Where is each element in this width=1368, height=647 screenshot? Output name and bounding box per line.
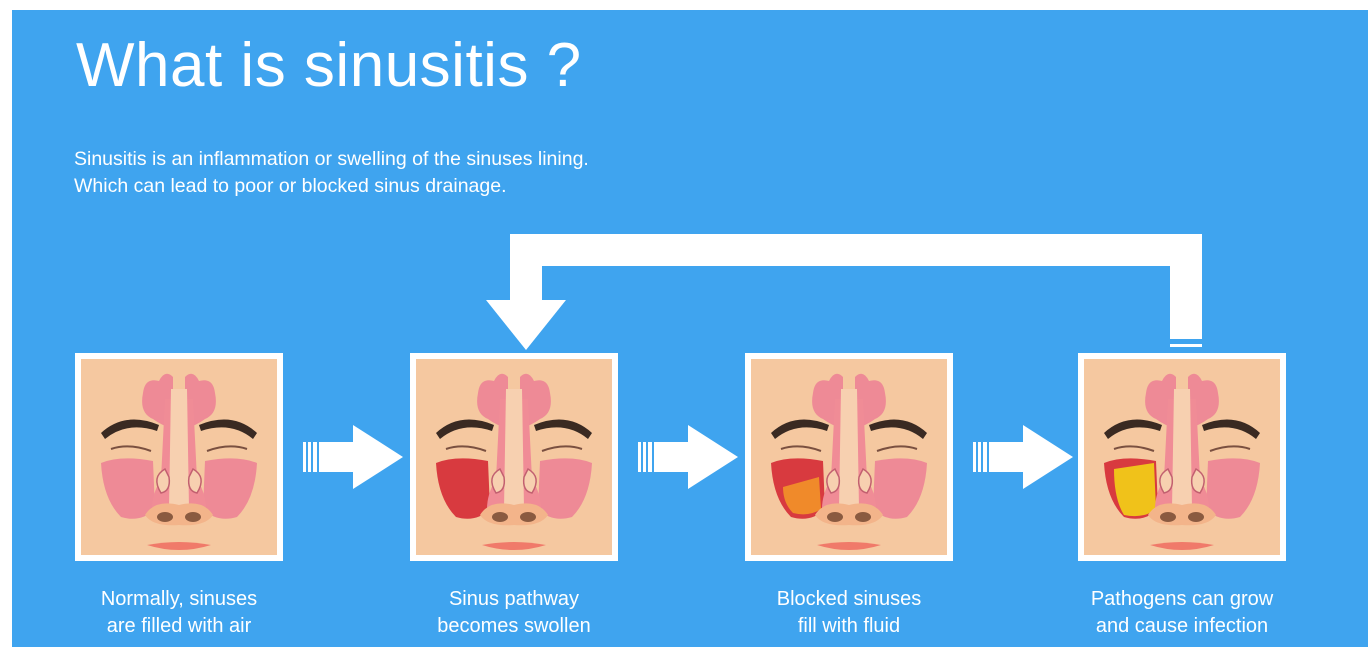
- step-caption-line-2: fill with fluid: [719, 613, 979, 640]
- step-panel-3: [745, 353, 953, 561]
- face-sinus-icon: [751, 359, 947, 555]
- step-caption-line-2: becomes swollen: [384, 613, 644, 640]
- face-sinus-icon: [81, 359, 277, 555]
- infographic: What is sinusitis ? Sinusitis is an infl…: [12, 10, 1368, 647]
- step-caption-line-1: Sinus pathway: [384, 586, 644, 613]
- step-panel-2: [410, 353, 618, 561]
- step-caption-line-2: are filled with air: [49, 613, 309, 640]
- right-arrow-icon: [638, 425, 738, 489]
- right-arrow-icon: [973, 425, 1073, 489]
- step-caption-line-1: Blocked sinuses: [719, 586, 979, 613]
- step-caption-line-2: and cause infection: [1052, 613, 1312, 640]
- step-caption-line-1: Normally, sinuses: [49, 586, 309, 613]
- feedback-loop-arrow-icon: [486, 234, 1202, 350]
- right-arrow-icon: [303, 425, 403, 489]
- step-caption-line-1: Pathogens can grow: [1052, 586, 1312, 613]
- step-panel-1: [75, 353, 283, 561]
- face-sinus-icon: [1084, 359, 1280, 555]
- face-sinus-icon: [416, 359, 612, 555]
- step-panel-4: [1078, 353, 1286, 561]
